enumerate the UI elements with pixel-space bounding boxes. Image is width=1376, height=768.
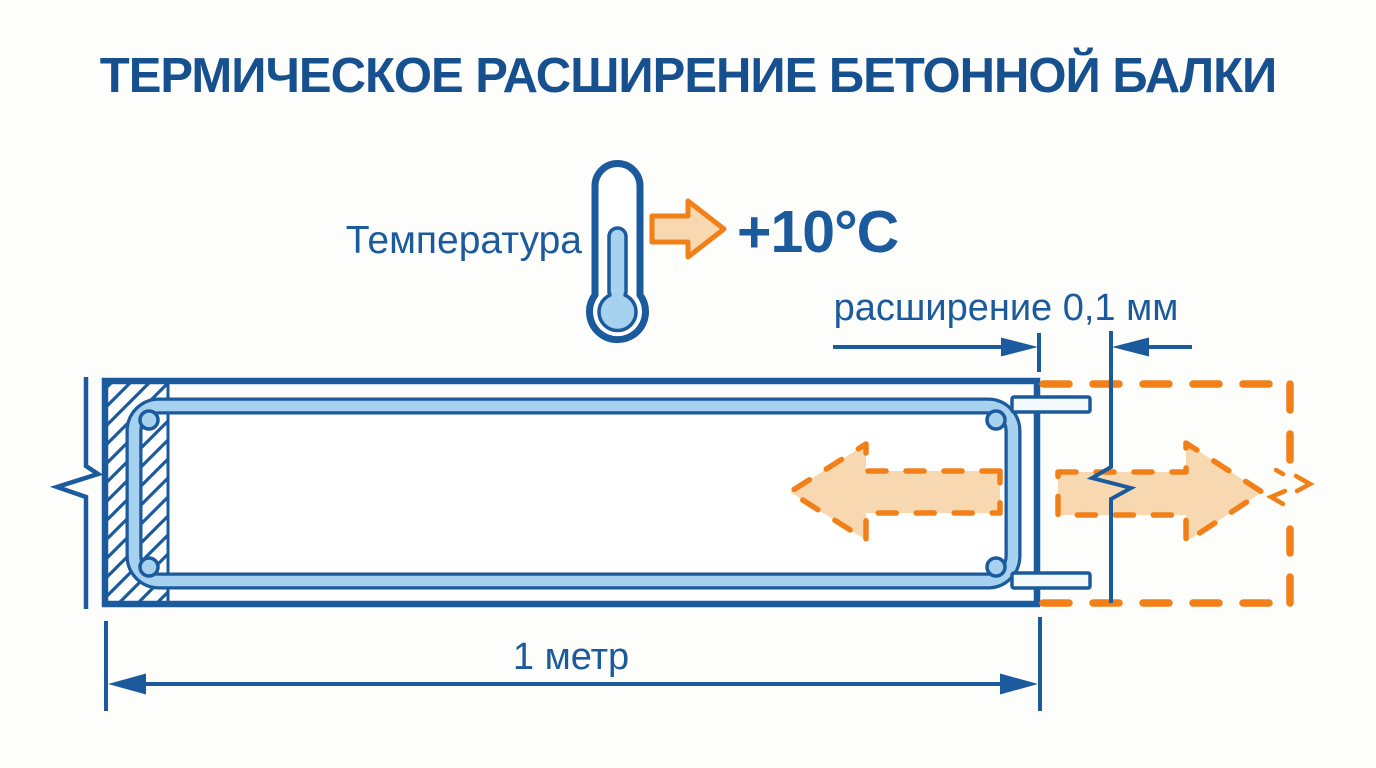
dim-arrowhead-right: [1000, 673, 1038, 695]
temperature-arrow-icon: [649, 198, 727, 260]
length-dimension-label: 1 метр: [512, 636, 630, 678]
thermometer-mercury-join: [611, 290, 624, 306]
wall-break-line: [49, 377, 104, 609]
rebar-node: [138, 409, 160, 431]
temperature-value: +10°C: [737, 199, 899, 265]
page-title: ТЕРМИЧЕСКОЕ РАСШИРЕНИЕ БЕТОННОЙ БАЛКИ: [99, 49, 1277, 103]
dim-arrowhead-left: [108, 673, 146, 695]
wall-support: [49, 377, 104, 609]
break-marks: [1266, 467, 1315, 507]
dim-arrowhead-right-pointing: [1001, 337, 1038, 357]
expansion-arrow-right-icon: [1055, 440, 1265, 545]
expansion-gap-line: [1086, 331, 1137, 603]
rebar-loop: [128, 400, 1019, 587]
rebar-node: [985, 556, 1007, 578]
expansion-dimension-label: расширение 0,1 мм: [833, 287, 1179, 329]
temperature-label: Температура: [345, 219, 582, 262]
dim-arrowhead-left-pointing: [1112, 337, 1149, 357]
expansion-dimension: [833, 333, 1192, 372]
expansion-arrow-left-icon: [787, 441, 1003, 543]
rebar-cage: [125, 395, 1092, 590]
rebar-end-bottom: [1010, 571, 1092, 590]
length-dimension: [104, 617, 1042, 711]
thermometer-icon: [586, 160, 649, 344]
beam-outline: [101, 377, 1041, 608]
rebar-node: [985, 409, 1007, 431]
rebar-node: [138, 556, 160, 578]
rebar-end-top: [1010, 395, 1092, 414]
thermometer-mercury-stem: [607, 226, 628, 302]
expanded-beam-outline: [1039, 380, 1294, 607]
